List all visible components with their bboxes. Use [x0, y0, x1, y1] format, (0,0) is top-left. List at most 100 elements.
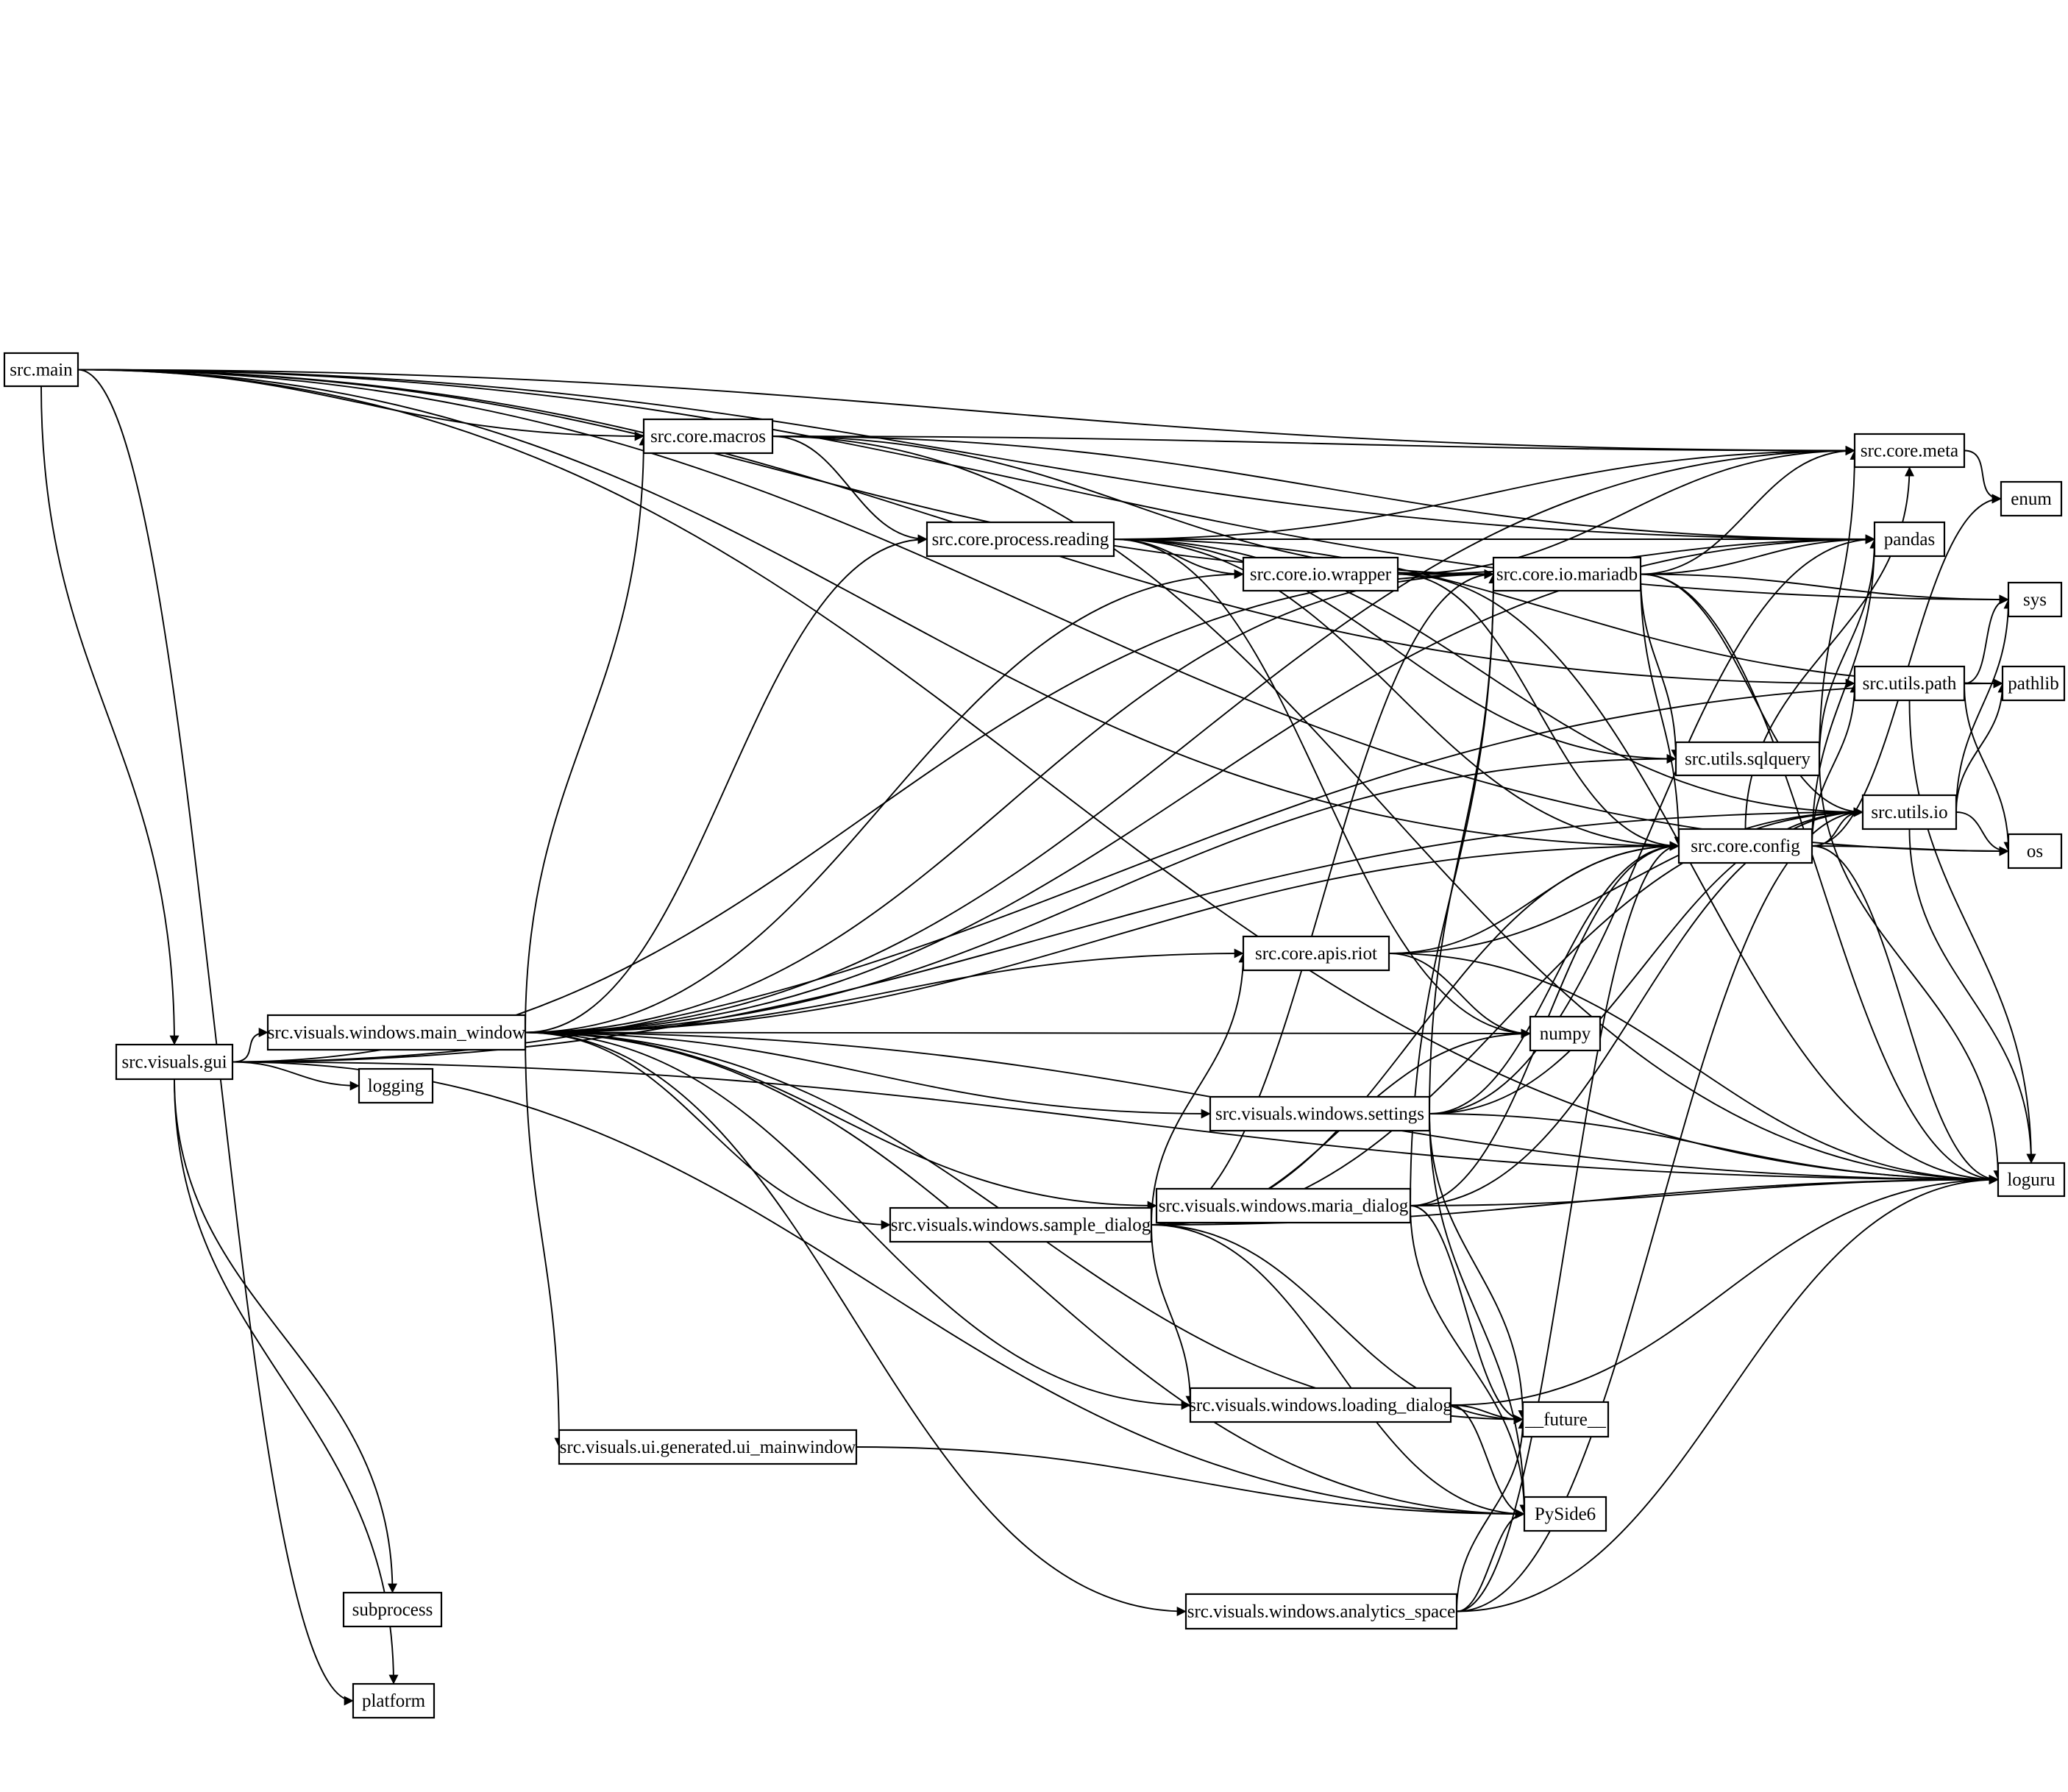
- edge-loading-to-loguru: [1450, 1175, 1999, 1406]
- node-maria[interactable]: src.visuals.windows.maria_dialog: [1155, 1187, 1412, 1224]
- edge-maria-to-mariadb: [1410, 573, 1499, 1206]
- node-box: [352, 1682, 436, 1719]
- node-sample[interactable]: src.visuals.windows.sample_dialog: [889, 1206, 1153, 1243]
- node-gui[interactable]: src.visuals.gui: [115, 1043, 234, 1081]
- node-label: __future__: [1524, 1410, 1606, 1430]
- node-box: [1521, 1401, 1610, 1438]
- edge-meta-to-enum: [1964, 449, 2002, 504]
- edge-maria-to-pyside: [1410, 1205, 1529, 1515]
- node-reading[interactable]: src.core.process.reading: [925, 521, 1115, 558]
- node-main[interactable]: src.main: [3, 352, 79, 388]
- edge-settings-to-future: [1429, 1113, 1528, 1421]
- node-box: [925, 521, 1115, 558]
- node-label: PySide6: [1535, 1504, 1596, 1524]
- edge-gui-to-pyside: [232, 1061, 1525, 1519]
- edge-sample-to-loading: [1151, 1224, 1195, 1406]
- node-mainwin[interactable]: src.visuals.windows.main_window: [266, 1014, 527, 1051]
- edge-sample-to-mariadb: [1151, 569, 1494, 1226]
- edge-main-to-sys: [77, 369, 2009, 605]
- edge-mainwin-to-pyside: [525, 1031, 1525, 1519]
- node-label: src.visuals.ui.generated.ui_mainwindow: [560, 1437, 856, 1457]
- node-label: sys: [2023, 590, 2047, 610]
- node-numpy[interactable]: numpy: [1529, 1015, 1602, 1052]
- node-pathlib[interactable]: pathlib: [2001, 665, 2066, 702]
- edge-reading-to-numpy: [1113, 538, 1531, 1039]
- edge-settings-to-loguru: [1429, 1113, 1999, 1184]
- edge-gui-to-platform: [174, 1078, 399, 1685]
- node-box: [1242, 935, 1390, 972]
- node-label: numpy: [1540, 1024, 1591, 1044]
- edge-config-to-loguru: [1811, 845, 1999, 1184]
- node-enum[interactable]: enum: [2000, 480, 2063, 517]
- node-platform[interactable]: platform: [352, 1682, 436, 1719]
- node-macros[interactable]: src.core.macros: [642, 418, 774, 455]
- node-upath[interactable]: src.utils.path: [1853, 665, 1966, 702]
- node-meta[interactable]: src.core.meta: [1853, 433, 1966, 469]
- node-box: [115, 1043, 234, 1081]
- edge-mainwin-to-numpy: [525, 1028, 1531, 1039]
- edge-mainwin-to-reading: [525, 534, 928, 1034]
- node-riot[interactable]: src.core.apis.riot: [1242, 935, 1390, 972]
- node-label: os: [2027, 842, 2043, 861]
- edge-main-to-gui: [40, 385, 180, 1045]
- edge-uio-to-sys: [1955, 599, 2014, 813]
- node-future[interactable]: __future__: [1521, 1401, 1610, 1438]
- edge-gui-to-subprocess: [174, 1078, 397, 1593]
- node-uimain[interactable]: src.visuals.ui.generated.ui_mainwindow: [558, 1429, 858, 1465]
- edge-macros-to-meta: [772, 435, 1855, 455]
- edge-reading-to-sqlquery: [1113, 538, 1677, 764]
- edge-wrapper-to-config: [1397, 573, 1680, 851]
- node-box: [1189, 1387, 1452, 1423]
- node-loguru[interactable]: loguru: [1997, 1162, 2066, 1198]
- node-pyside[interactable]: PySide6: [1523, 1496, 1607, 1532]
- edge-main-to-macros: [77, 369, 644, 441]
- node-label: src.visuals.gui: [121, 1053, 227, 1073]
- edge-mainwin-to-mariadb: [525, 569, 1494, 1034]
- edge-analytics-to-uio: [1456, 807, 1863, 1613]
- node-box: [1853, 433, 1966, 469]
- node-box: [1861, 794, 1958, 831]
- node-box: [2007, 833, 2063, 870]
- node-mariadb[interactable]: src.core.io.mariadb: [1492, 556, 1642, 592]
- edge-riot-to-uio: [1388, 807, 1863, 954]
- node-label: src.utils.io: [1871, 803, 1947, 822]
- node-loading[interactable]: src.visuals.windows.loading_dialog: [1189, 1387, 1452, 1423]
- node-subprocess[interactable]: subprocess: [342, 1591, 443, 1628]
- edge-mainwin-to-macros: [525, 435, 649, 1033]
- node-box: [2007, 581, 2063, 618]
- edge-mariadb-to-config: [1640, 574, 1684, 847]
- edge-gui-to-loguru: [232, 1061, 1999, 1184]
- edge-main-to-loguru: [77, 369, 1999, 1184]
- node-pandas[interactable]: pandas: [1873, 521, 1946, 558]
- edge-analytics-to-future: [1456, 1418, 1528, 1612]
- node-sys[interactable]: sys: [2007, 581, 2063, 618]
- edge-riot-to-loguru: [1388, 953, 1999, 1184]
- node-uio[interactable]: src.utils.io: [1861, 794, 1958, 831]
- edge-mainwin-to-loading: [525, 1031, 1191, 1410]
- node-box: [358, 1067, 434, 1104]
- node-os[interactable]: os: [2007, 833, 2063, 870]
- node-analytics[interactable]: src.visuals.windows.analytics_space: [1184, 1593, 1458, 1630]
- edge-wrapper-to-loguru: [1397, 573, 1999, 1184]
- node-label: src.visuals.windows.settings: [1215, 1104, 1424, 1124]
- edge-sqlquery-to-meta: [1819, 449, 1860, 759]
- node-box: [1209, 1095, 1431, 1132]
- node-config[interactable]: src.core.config: [1677, 828, 1813, 864]
- edge-mariadb-to-sys: [1640, 573, 2009, 605]
- node-box: [1184, 1593, 1458, 1630]
- node-logging[interactable]: logging: [358, 1067, 434, 1104]
- node-sqlquery[interactable]: src.utils.sqlquery: [1674, 741, 1821, 777]
- edge-analytics-to-config: [1456, 841, 1680, 1613]
- node-label: src.core.config: [1691, 836, 1800, 856]
- edge-main-to-meta: [77, 369, 1855, 455]
- node-label: platform: [362, 1691, 426, 1711]
- node-wrapper[interactable]: src.core.io.wrapper: [1242, 556, 1399, 592]
- edge-mainwin-to-maria: [525, 1031, 1157, 1211]
- edge-mariadb-to-pandas: [1640, 534, 1875, 575]
- node-box: [1674, 741, 1821, 777]
- node-label: src.utils.sqlquery: [1685, 750, 1811, 769]
- node-box: [266, 1014, 527, 1051]
- edge-mainwin-to-settings: [525, 1031, 1211, 1119]
- node-settings[interactable]: src.visuals.windows.settings: [1209, 1095, 1431, 1132]
- edge-mainwin-to-analytics: [525, 1031, 1187, 1616]
